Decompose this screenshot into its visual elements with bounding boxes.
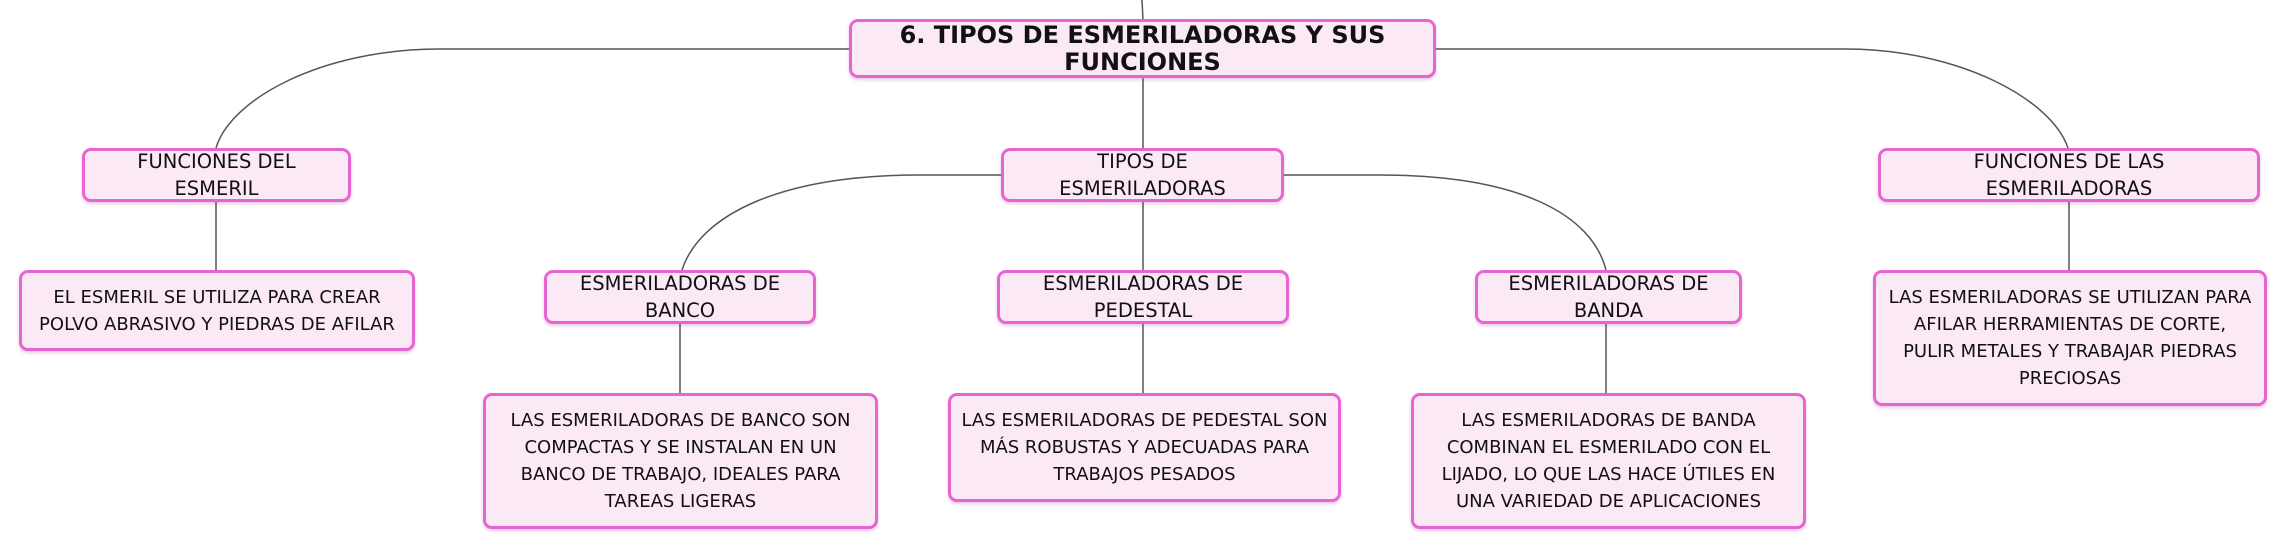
topic-esmeriladoras-de-banda-label: ESMERILADORAS DE BANDA xyxy=(1508,272,1709,322)
topic-tipos-de-esmeriladoras-label: TIPOS DE ESMERILADORAS xyxy=(1059,150,1226,200)
detail-funciones-del-esmeril-text: EL ESMERIL SE UTILIZA PARA CREAR POLVO A… xyxy=(39,286,395,335)
detail-esmeriladoras-de-banco[interactable]: LAS ESMERILADORAS DE BANCO SON COMPACTAS… xyxy=(483,393,878,529)
detail-funciones-de-las-esmeriladoras[interactable]: LAS ESMERILADORAS SE UTILIZAN PARA AFILA… xyxy=(1873,270,2267,406)
topic-funciones-del-esmeril[interactable]: FUNCIONES DEL ESMERIL xyxy=(82,148,351,202)
detail-esmeriladoras-de-banda-text: LAS ESMERILADORAS DE BANDA COMBINAN EL E… xyxy=(1441,410,1776,512)
root-topic[interactable]: 6. TIPOS DE ESMERILADORAS Y SUS FUNCIONE… xyxy=(849,19,1436,78)
detail-esmeriladoras-de-banda[interactable]: LAS ESMERILADORAS DE BANDA COMBINAN EL E… xyxy=(1411,393,1806,529)
connector-root-funciones-esmeril xyxy=(215,48,849,149)
topic-tipos-de-esmeriladoras[interactable]: TIPOS DE ESMERILADORAS xyxy=(1001,148,1284,202)
topic-esmeriladoras-de-banco-label: ESMERILADORAS DE BANCO xyxy=(579,272,781,322)
detail-esmeriladoras-de-pedestal-text: LAS ESMERILADORAS DE PEDESTAL SON MÁS RO… xyxy=(961,410,1328,485)
root-topic-label: 6. TIPOS DE ESMERILADORAS Y SUS FUNCIONE… xyxy=(899,20,1386,76)
connector-tipos-banco xyxy=(681,174,1001,271)
detail-esmeriladoras-de-pedestal[interactable]: LAS ESMERILADORAS DE PEDESTAL SON MÁS RO… xyxy=(948,393,1341,502)
connector-root-funciones-esmeriladoras xyxy=(1436,48,2069,149)
topic-funciones-de-las-esmeriladoras[interactable]: FUNCIONES DE LAS ESMERILADORAS xyxy=(1878,148,2260,202)
topic-esmeriladoras-de-pedestal-label: ESMERILADORAS DE PEDESTAL xyxy=(1042,272,1244,322)
topic-esmeriladoras-de-pedestal[interactable]: ESMERILADORAS DE PEDESTAL xyxy=(997,270,1289,324)
topic-funciones-de-las-esmeriladoras-label: FUNCIONES DE LAS ESMERILADORAS xyxy=(1973,150,2165,200)
detail-esmeriladoras-de-banco-text: LAS ESMERILADORAS DE BANCO SON COMPACTAS… xyxy=(510,410,851,512)
topic-funciones-del-esmeril-label: FUNCIONES DEL ESMERIL xyxy=(137,150,296,200)
detail-funciones-del-esmeril[interactable]: EL ESMERIL SE UTILIZA PARA CREAR POLVO A… xyxy=(19,270,415,351)
topic-esmeriladoras-de-banco[interactable]: ESMERILADORAS DE BANCO xyxy=(544,270,816,324)
root-incoming-connector xyxy=(1141,0,1144,21)
topic-esmeriladoras-de-banda[interactable]: ESMERILADORAS DE BANDA xyxy=(1475,270,1742,324)
connector-tipos-banda xyxy=(1284,174,1607,271)
detail-funciones-de-las-esmeriladoras-text: LAS ESMERILADORAS SE UTILIZAN PARA AFILA… xyxy=(1888,287,2252,389)
